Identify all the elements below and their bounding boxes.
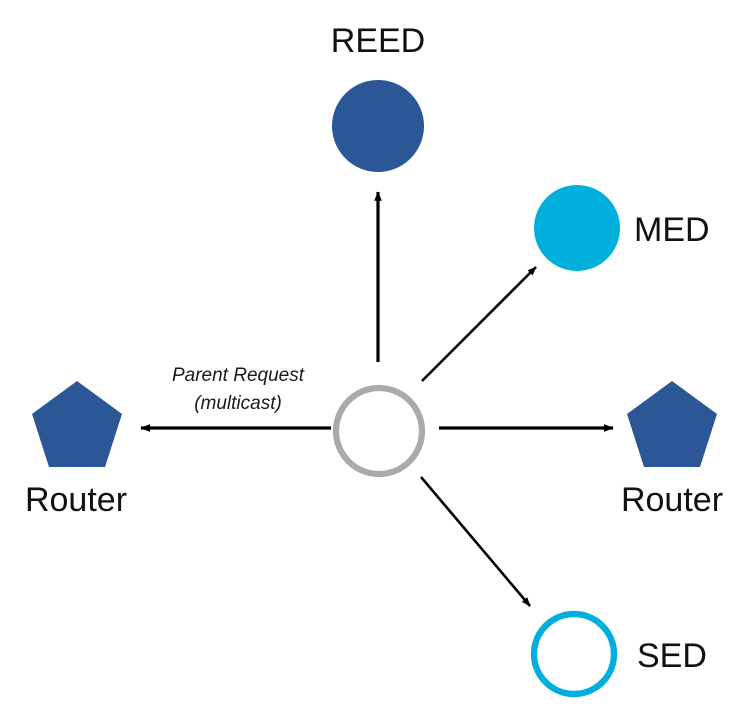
edges-layer bbox=[140, 191, 614, 607]
node-center-joining-device[interactable] bbox=[332, 384, 426, 478]
node-label-sed: SED bbox=[637, 637, 707, 675]
node-label-router-left: Router bbox=[25, 481, 127, 519]
router-pentagon-icon bbox=[627, 381, 717, 467]
nodes-layer: REED MED SED Router Router bbox=[25, 22, 723, 698]
edge-label-parent-request: Parent Request (multicast) bbox=[172, 365, 305, 414]
med-circle-icon bbox=[534, 185, 620, 271]
sed-circle-icon bbox=[530, 610, 618, 698]
node-med[interactable]: MED bbox=[534, 185, 710, 271]
edge-center-to-med bbox=[421, 266, 537, 382]
reed-circle-icon bbox=[332, 80, 424, 172]
edge-label-line2: (multicast) bbox=[194, 393, 282, 414]
edge-center-to-sed bbox=[420, 476, 531, 607]
node-reed[interactable]: REED bbox=[331, 22, 425, 172]
node-router-right[interactable]: Router bbox=[621, 381, 723, 519]
node-label-med: MED bbox=[634, 211, 710, 249]
node-label-router-right: Router bbox=[621, 481, 723, 519]
router-pentagon-icon bbox=[32, 381, 122, 467]
node-label-reed: REED bbox=[331, 22, 425, 60]
node-router-left[interactable]: Router bbox=[25, 381, 127, 519]
node-sed[interactable]: SED bbox=[530, 610, 707, 698]
edge-label-line1: Parent Request bbox=[172, 365, 305, 386]
